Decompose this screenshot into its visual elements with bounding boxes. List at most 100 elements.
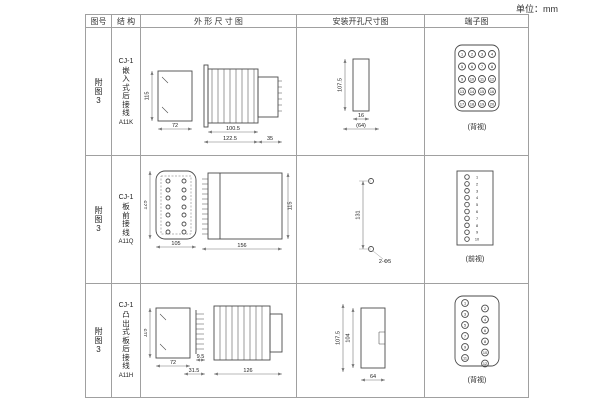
structure-label: 凸出式板后接线 xyxy=(122,310,130,371)
model-label: CJ-1 xyxy=(118,302,134,310)
code-label: A11Q xyxy=(118,239,134,245)
view-label: (背视) xyxy=(467,122,486,131)
dim-depth1: 100.5 xyxy=(226,126,240,132)
svg-text:12: 12 xyxy=(482,361,486,365)
install-drawing-a11q: 131 2-Φ5 xyxy=(355,177,391,265)
svg-text:20: 20 xyxy=(489,102,493,106)
header-structure: 结 构 xyxy=(112,15,141,28)
figure-label: 附图3 xyxy=(94,78,103,105)
svg-text:11: 11 xyxy=(463,356,467,360)
model-label: CJ-1 xyxy=(118,194,134,201)
outline-diagram-cell: 115 72 100.5 122.5 35 xyxy=(141,28,297,156)
svg-text:3: 3 xyxy=(463,312,465,316)
install-diagram-cell: 131 2-Φ5 xyxy=(297,156,425,284)
install-diagram-cell: 107.5 104 64 xyxy=(297,284,425,397)
model-label: CJ-1 xyxy=(118,57,134,65)
svg-text:4: 4 xyxy=(490,52,492,56)
svg-text:14: 14 xyxy=(469,89,473,93)
svg-text:6: 6 xyxy=(470,64,472,68)
dim-height: 125 xyxy=(144,200,149,209)
svg-text:7: 7 xyxy=(463,334,465,338)
svg-text:3: 3 xyxy=(480,52,482,56)
outline-drawing-a11k: 115 72 100.5 122.5 35 xyxy=(144,64,282,143)
dim-hole-width: 16 xyxy=(357,113,363,119)
svg-text:6: 6 xyxy=(483,328,485,332)
svg-text:7: 7 xyxy=(475,216,477,220)
figure-label: 附图3 xyxy=(94,327,103,354)
dim-width: 72 xyxy=(171,123,177,129)
svg-text:5: 5 xyxy=(475,203,477,207)
svg-text:1: 1 xyxy=(463,301,465,305)
svg-text:9: 9 xyxy=(460,77,462,81)
dim-side-height: 115 xyxy=(287,201,293,210)
svg-text:8: 8 xyxy=(475,223,477,227)
svg-text:4: 4 xyxy=(483,317,485,321)
figure-cell: 附图3 xyxy=(86,28,112,156)
dim-rear: 35 xyxy=(266,136,272,142)
dim-height: 115 xyxy=(144,91,150,100)
outline-drawing-a11q: 125 105 115 156 xyxy=(144,170,293,250)
dim-height: 115 xyxy=(144,328,149,337)
svg-text:6: 6 xyxy=(475,210,477,214)
svg-text:10: 10 xyxy=(482,350,486,354)
svg-text:1: 1 xyxy=(460,52,462,56)
hole-note: 2-Φ5 xyxy=(378,259,390,265)
header-terminal: 端子图 xyxy=(425,15,528,28)
dim-hole-height: 107.5 xyxy=(337,78,343,92)
header-figure: 图号 xyxy=(86,15,112,28)
code-label: A11H xyxy=(118,372,134,379)
figure-cell: 附图3 xyxy=(86,156,112,284)
svg-text:2: 2 xyxy=(470,52,472,56)
view-label: (背视) xyxy=(467,375,486,384)
dim-hole-span: 131 xyxy=(355,210,361,219)
svg-text:8: 8 xyxy=(490,64,492,68)
dimension-table: 图号 结 构 外 形 尺 寸 图 安装开孔尺寸图 端子图 附图3 CJ-1 嵌入… xyxy=(85,14,529,398)
structure-cell: CJ-1 凸出式板后接线 A11H xyxy=(112,284,141,397)
structure-label: 嵌入式后接线 xyxy=(122,65,130,117)
svg-text:7: 7 xyxy=(480,64,482,68)
structure-label: 板前接线 xyxy=(122,202,130,237)
dim-width: 72 xyxy=(169,360,175,366)
svg-text:11: 11 xyxy=(480,77,484,81)
svg-text:9: 9 xyxy=(475,230,477,234)
svg-text:5: 5 xyxy=(463,323,465,327)
outline-diagram-cell: 125 105 115 156 xyxy=(141,156,297,284)
svg-text:10: 10 xyxy=(474,237,478,241)
svg-text:13: 13 xyxy=(459,89,463,93)
svg-text:1: 1 xyxy=(475,175,477,179)
svg-text:17: 17 xyxy=(459,102,463,106)
dim-hole-height2: 104 xyxy=(345,333,351,342)
svg-text:2: 2 xyxy=(475,182,477,186)
dim-offset: 31.5 xyxy=(188,368,199,374)
install-diagram-cell: 107.5 16 (64) xyxy=(297,28,425,156)
code-label: A11K xyxy=(118,119,134,126)
svg-text:18: 18 xyxy=(469,102,473,106)
view-label: (前视) xyxy=(465,254,484,263)
svg-text:15: 15 xyxy=(479,89,483,93)
svg-text:4: 4 xyxy=(475,196,477,200)
svg-text:5: 5 xyxy=(460,64,462,68)
unit-label: 单位：mm xyxy=(516,4,558,14)
dim-hole-span: (64) xyxy=(356,123,366,129)
svg-text:19: 19 xyxy=(479,102,483,106)
svg-text:8: 8 xyxy=(483,339,485,343)
install-drawing-a11h: 107.5 104 64 xyxy=(335,303,385,381)
header-install: 安装开孔尺寸图 xyxy=(297,15,425,28)
install-drawing-a11k: 107.5 16 (64) xyxy=(337,58,379,130)
svg-text:10: 10 xyxy=(469,77,473,81)
svg-text:9: 9 xyxy=(463,345,465,349)
outline-drawing-a11h: 115 72 9.5 31.5 126 xyxy=(144,305,282,375)
structure-cell: CJ-1 嵌入式后接线 A11K xyxy=(112,28,141,156)
svg-text:12: 12 xyxy=(489,77,493,81)
figure-cell: 附图3 xyxy=(86,284,112,397)
dim-depth2: 122.5 xyxy=(223,136,237,142)
svg-text:16: 16 xyxy=(489,89,493,93)
dim-width: 105 xyxy=(171,241,180,247)
dim-depth: 126 xyxy=(243,368,252,374)
